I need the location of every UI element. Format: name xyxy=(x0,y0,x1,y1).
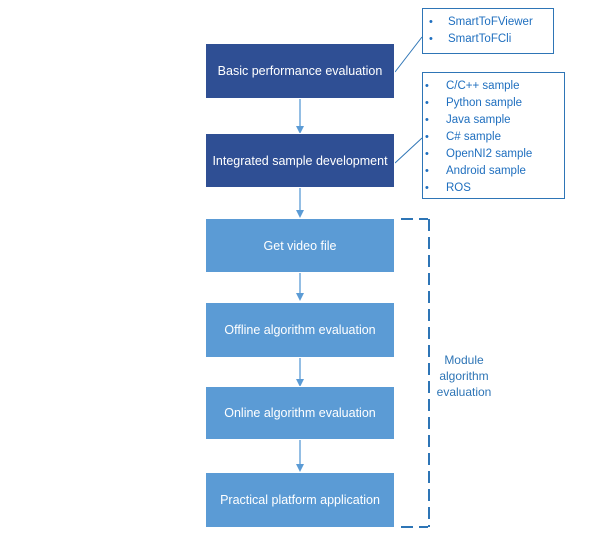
step-basic-performance-evaluation: Basic performance evaluation xyxy=(205,43,395,99)
list-item: •C/C++ sample xyxy=(425,78,558,95)
list-item: •Java sample xyxy=(425,112,558,129)
step-get-video-file: Get video file xyxy=(205,218,395,273)
step-online-algorithm-evaluation: Online algorithm evaluation xyxy=(205,386,395,440)
step-offline-algorithm-evaluation: Offline algorithm evaluation xyxy=(205,302,395,358)
list-item: •SmartToFCli xyxy=(429,31,547,48)
step-label: Get video file xyxy=(263,238,337,253)
samples-callout: •C/C++ sample •Python sample •Java sampl… xyxy=(422,72,565,199)
list-item: •Python sample xyxy=(425,95,558,112)
bullet-icon: • xyxy=(425,97,429,109)
list-item: •C# sample xyxy=(425,129,558,146)
bullet-icon: • xyxy=(429,33,433,45)
list-item: •SmartToFViewer xyxy=(429,14,547,31)
step-integrated-sample-development: Integrated sample development xyxy=(205,133,395,188)
step-label: Practical platform application xyxy=(220,493,380,507)
bullet-icon: • xyxy=(429,16,433,28)
step-label: Basic performance evaluation xyxy=(217,64,383,78)
list-item: •ROS xyxy=(425,180,558,197)
callout-leader-samples xyxy=(394,137,423,164)
tools-callout: •SmartToFViewer •SmartToFCli xyxy=(422,8,554,54)
step-label: Online algorithm evaluation xyxy=(224,406,376,420)
bullet-icon: • xyxy=(425,148,429,160)
bullet-icon: • xyxy=(425,114,429,126)
tools-list: •SmartToFViewer •SmartToFCli xyxy=(429,14,547,48)
bullet-icon: • xyxy=(425,182,429,194)
bullet-icon: • xyxy=(425,80,429,92)
callout-leader-tools xyxy=(394,36,423,73)
samples-list: •C/C++ sample •Python sample •Java sampl… xyxy=(425,78,558,197)
bullet-icon: • xyxy=(425,165,429,177)
module-algorithm-evaluation-label: Module algorithm evaluation xyxy=(436,353,492,399)
list-item: •Android sample xyxy=(425,163,558,180)
list-item: •OpenNI2 sample xyxy=(425,146,558,163)
step-label: Offline algorithm evaluation xyxy=(224,323,376,337)
step-label: Integrated sample development xyxy=(212,153,388,168)
bullet-icon: • xyxy=(425,131,429,143)
step-practical-platform-application: Practical platform application xyxy=(205,472,395,528)
